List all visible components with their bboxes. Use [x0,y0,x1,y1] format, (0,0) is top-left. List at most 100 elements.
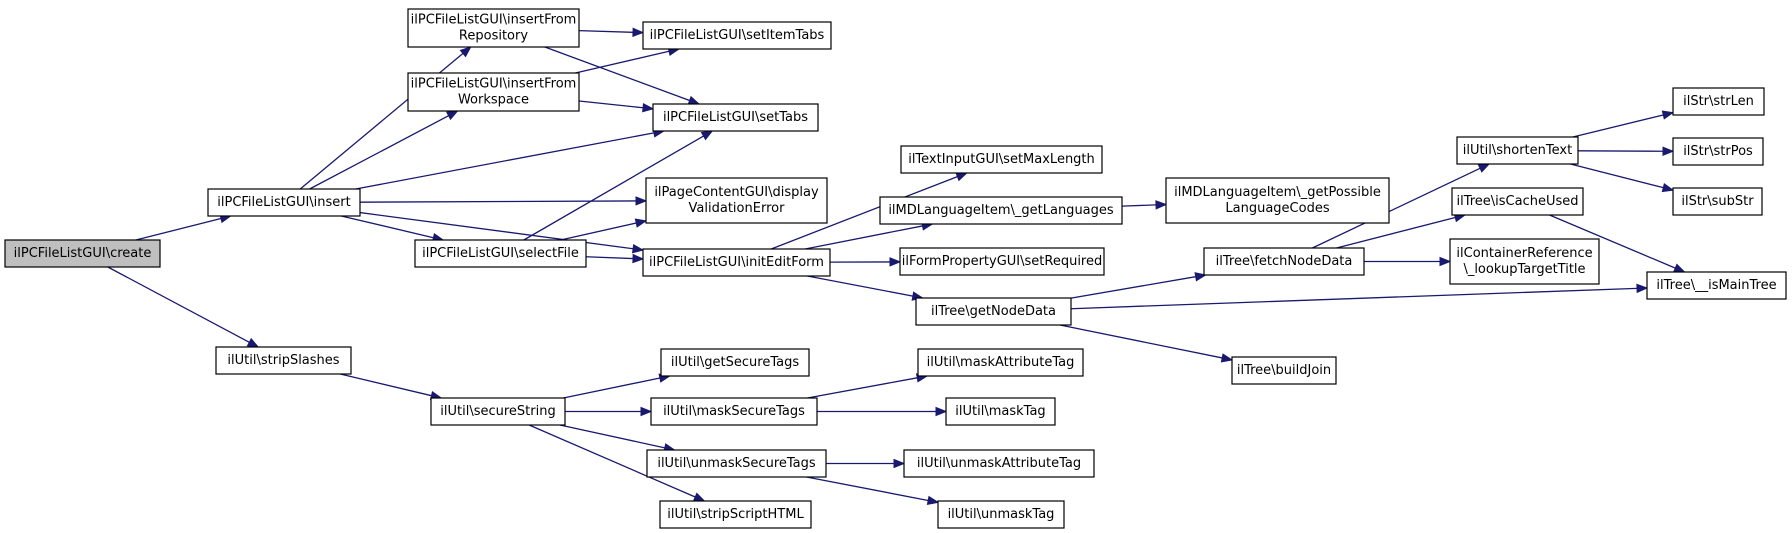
node-shorten-text[interactable]: ilUtil\shortenText [1456,136,1579,165]
node-sub-str[interactable]: ilStr\subStr [1672,187,1763,216]
arrowhead-icon [634,218,648,228]
node-box[interactable] [650,397,818,426]
node-box[interactable] [1646,271,1787,300]
node-is-main-tree[interactable]: ilTree\__isMainTree [1646,271,1787,300]
node-box[interactable] [4,239,161,268]
node-box[interactable] [407,8,580,48]
node-str-pos[interactable]: ilStr\strPos [1672,137,1764,166]
node-label: ilPCFileListGUI\create [14,246,152,261]
node-box[interactable] [945,397,1056,426]
node-label: ValidationError [689,201,786,216]
node-label: LanguageCodes [1225,201,1329,216]
node-box[interactable] [1449,238,1600,285]
node-label: ilUtil\secureString [440,404,555,419]
node-box[interactable] [645,177,828,224]
node-str-len[interactable]: ilStr\strLen [1672,87,1765,116]
node-label: \_lookupTargetTitle [1463,262,1585,277]
node-strip-slashes[interactable]: ilUtil\stripSlashes [215,346,352,375]
node-box[interactable] [215,346,352,375]
node-get-languages[interactable]: ilMDLanguageItem\_getLanguages [879,196,1123,225]
arrowhead-icon [1661,182,1675,193]
arrowhead-icon [687,95,701,105]
node-box[interactable] [1672,187,1763,216]
edge-insert-to-init-edit-form [359,211,634,250]
node-set-required[interactable]: ilFormPropertyGUI\setRequired [899,247,1105,276]
arrowhead-icon [459,46,472,58]
node-label: ilUtil\unmaskAttributeTag [917,456,1081,471]
node-label: ilPCFileListGUI\insertFrom [411,13,577,28]
arrowhead-icon [246,337,260,348]
node-label: ilStr\strPos [1683,144,1753,159]
node-box[interactable] [899,247,1105,276]
arrowhead-icon [1194,272,1207,282]
node-box[interactable] [646,449,827,478]
node-box[interactable] [642,248,831,277]
node-box[interactable] [659,500,812,529]
node-get-possible-language-codes[interactable]: ilMDLanguageItem\_getPossibleLanguageCod… [1165,177,1390,224]
node-lookup-target-title[interactable]: ilContainerReference\_lookupTargetTitle [1449,238,1600,285]
node-box[interactable] [1451,187,1584,216]
node-mask-tag[interactable]: ilUtil\maskTag [945,397,1056,426]
node-label: Workspace [458,93,529,108]
node-box[interactable] [917,348,1084,377]
arrowhead-icon [1636,283,1649,294]
node-label: ilUtil\unmaskTag [948,507,1055,522]
node-box[interactable] [660,348,810,377]
node-get-secure-tags[interactable]: ilUtil\getSecureTags [660,348,810,377]
node-box[interactable] [430,397,566,426]
node-label: ilPCFileListGUI\insertFrom [411,77,577,92]
arrowhead-icon [445,110,459,121]
node-box[interactable] [1231,356,1337,385]
arrowhead-icon [631,244,645,254]
node-box[interactable] [1672,87,1765,116]
node-box[interactable] [937,500,1065,529]
arrowhead-icon [1661,110,1675,120]
node-box[interactable] [1203,247,1365,276]
node-strip-script-html[interactable]: ilUtil\stripScriptHTML [659,500,812,529]
node-box[interactable] [1672,137,1764,166]
node-select-file[interactable]: ilPCFileListGUI\selectFile [414,239,587,268]
node-set-item-tabs[interactable]: ilPCFileListGUI\setItemTabs [642,21,832,50]
node-unmask-secure-tags[interactable]: ilUtil\unmaskSecureTags [646,449,827,478]
node-get-node-data[interactable]: ilTree\getNodeData [915,297,1072,326]
arrowhead-icon [1220,353,1234,363]
node-mask-secure-tags[interactable]: ilUtil\maskSecureTags [650,397,818,426]
node-box[interactable] [207,188,361,217]
node-set-max-length[interactable]: ilTextInputGUI\setMaxLength [900,145,1103,174]
edge-init-edit-form-to-set-max-length [770,176,958,250]
node-label: ilMDLanguageItem\_getLanguages [888,203,1114,218]
edge-insert-to-insert-from-workspace [309,115,449,190]
node-box[interactable] [642,21,832,50]
node-label: ilPageContentGUI\display [654,185,819,200]
node-box[interactable] [879,196,1123,225]
node-box[interactable] [407,72,580,112]
node-unmask-tag[interactable]: ilUtil\unmaskTag [937,500,1065,529]
arrowhead-icon [700,130,714,141]
node-build-join[interactable]: ilTree\buildJoin [1231,356,1337,385]
node-label: ilTree\getNodeData [931,304,1056,319]
node-init-edit-form[interactable]: ilPCFileListGUI\initEditForm [642,248,831,277]
node-box[interactable] [1165,177,1390,224]
node-set-tabs[interactable]: ilPCFileListGUI\setTabs [652,103,819,132]
node-box[interactable] [903,449,1095,478]
node-create[interactable]: ilPCFileListGUI\create [4,239,161,268]
node-box[interactable] [900,145,1103,174]
edge-get-languages-to-get-possible-language-codes [1121,204,1157,207]
node-label: Repository [459,29,528,44]
node-box[interactable] [652,103,819,132]
node-box[interactable] [1456,136,1579,165]
node-fetch-node-data[interactable]: ilTree\fetchNodeData [1203,247,1365,276]
node-unmask-attribute-tag[interactable]: ilUtil\unmaskAttributeTag [903,449,1095,478]
node-box[interactable] [414,239,587,268]
node-is-cache-used[interactable]: ilTree\isCacheUsed [1451,187,1584,216]
edge-create-to-insert [135,217,222,241]
edge-get-node-data-to-build-join [1059,324,1223,359]
node-insert[interactable]: ilPCFileListGUI\insert [207,188,361,217]
arrowhead-icon [1662,146,1675,156]
node-mask-attribute-tag[interactable]: ilUtil\maskAttributeTag [917,348,1084,377]
node-box[interactable] [915,297,1072,326]
node-secure-string[interactable]: ilUtil\secureString [430,397,566,426]
